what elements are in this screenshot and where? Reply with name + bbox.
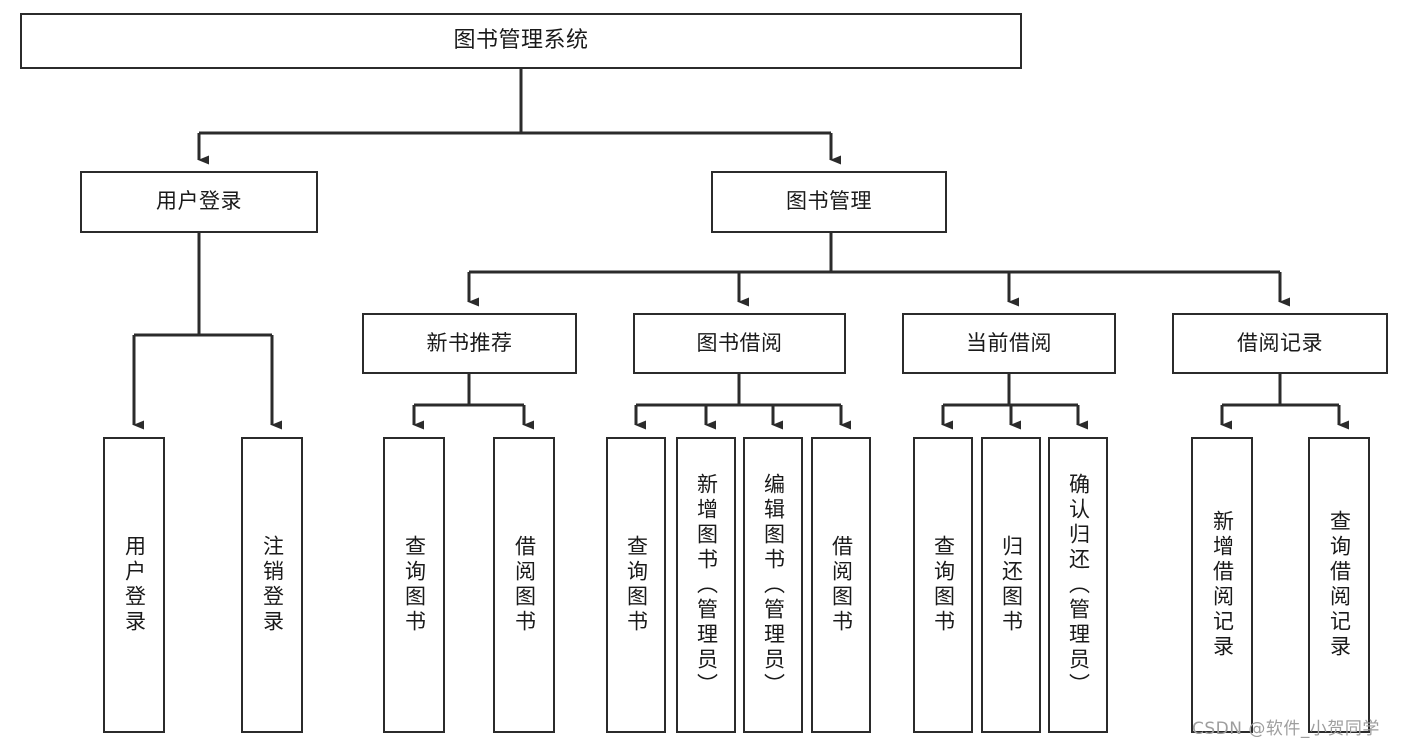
node-root-system-label: 图书管理系统 — [453, 27, 589, 53]
leaf-current-borrow-1[interactable]: 归还图书 — [981, 437, 1041, 733]
node-book-borrow-label: 图书借阅 — [696, 330, 783, 355]
leaf-book-borrow-1[interactable]: 新增图书（管理员） — [676, 437, 736, 733]
leaf-user-login-0-label: 用户登录 — [122, 535, 147, 635]
leaf-borrow-record-1[interactable]: 查询借阅记录 — [1308, 437, 1370, 733]
node-current-borrow[interactable]: 当前借阅 — [902, 313, 1116, 374]
node-borrow-record[interactable]: 借阅记录 — [1172, 313, 1388, 374]
csdn-watermark: CSDN @软件_小贺同学 — [1192, 719, 1380, 739]
node-current-borrow-label: 当前借阅 — [966, 330, 1052, 355]
leaf-user-login-0[interactable]: 用户登录 — [103, 437, 165, 733]
node-new-book-recommend-label: 新书推荐 — [426, 330, 513, 355]
node-user-login[interactable]: 用户登录 — [80, 171, 318, 233]
leaf-current-borrow-2[interactable]: 确认归还（管理员） — [1048, 437, 1108, 733]
leaf-book-borrow-0[interactable]: 查询图书 — [606, 437, 666, 733]
leaf-current-borrow-2-label: 确认归还（管理员） — [1066, 472, 1091, 698]
leaf-new-book-rec-1[interactable]: 借阅图书 — [493, 437, 555, 733]
leaf-borrow-record-0[interactable]: 新增借阅记录 — [1191, 437, 1253, 733]
leaf-book-borrow-0-label: 查询图书 — [624, 535, 649, 635]
leaf-new-book-rec-0[interactable]: 查询图书 — [383, 437, 445, 733]
leaf-new-book-rec-1-label: 借阅图书 — [512, 535, 537, 635]
leaf-book-borrow-2-label: 编辑图书（管理员） — [761, 472, 786, 698]
leaf-user-login-1[interactable]: 注销登录 — [241, 437, 303, 733]
leaf-book-borrow-3[interactable]: 借阅图书 — [811, 437, 871, 733]
node-root-system[interactable]: 图书管理系统 — [20, 13, 1022, 69]
leaf-book-borrow-2[interactable]: 编辑图书（管理员） — [743, 437, 803, 733]
leaf-borrow-record-1-label: 查询借阅记录 — [1327, 510, 1352, 660]
leaf-book-borrow-1-label: 新增图书（管理员） — [694, 472, 719, 698]
node-borrow-record-label: 借阅记录 — [1237, 330, 1323, 355]
leaf-current-borrow-0[interactable]: 查询图书 — [913, 437, 973, 733]
leaf-new-book-rec-0-label: 查询图书 — [402, 535, 427, 635]
leaf-current-borrow-0-label: 查询图书 — [931, 535, 956, 635]
node-book-borrow[interactable]: 图书借阅 — [633, 313, 846, 374]
leaf-borrow-record-0-label: 新增借阅记录 — [1210, 510, 1235, 660]
node-book-manage[interactable]: 图书管理 — [711, 171, 947, 233]
leaf-user-login-1-label: 注销登录 — [260, 535, 285, 635]
node-book-manage-label: 图书管理 — [786, 189, 872, 214]
node-new-book-recommend[interactable]: 新书推荐 — [362, 313, 577, 374]
node-user-login-label: 用户登录 — [156, 189, 242, 214]
leaf-current-borrow-1-label: 归还图书 — [999, 535, 1024, 635]
leaf-book-borrow-3-label: 借阅图书 — [829, 535, 854, 635]
